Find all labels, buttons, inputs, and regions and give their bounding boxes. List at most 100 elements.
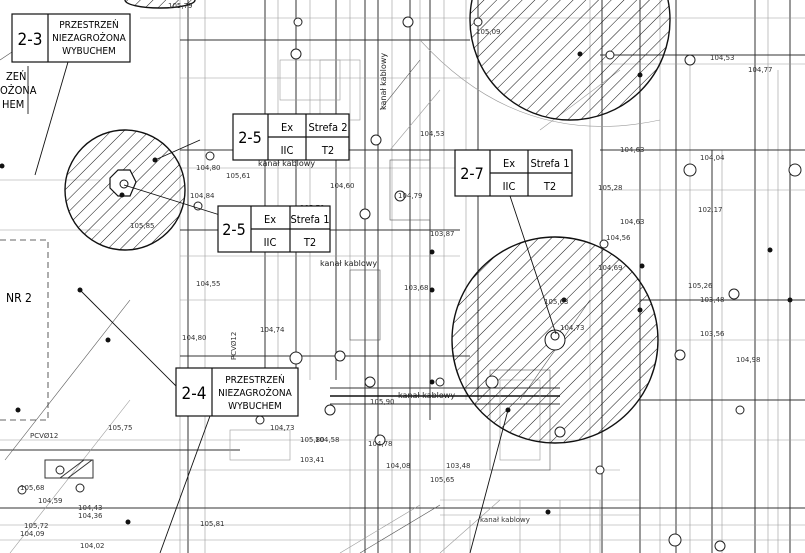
lamp-post-icon: [728, 288, 740, 300]
svg-text:104,63: 104,63: [620, 218, 645, 226]
lamp-post-icon: [324, 404, 336, 416]
svg-text:NIEZAGROŻONA: NIEZAGROŻONA: [218, 386, 292, 399]
lamp-post-icon: [435, 377, 445, 387]
lamp-post-icon: [788, 163, 802, 177]
lamp-post-icon: [599, 239, 609, 249]
svg-text:105,85: 105,85: [130, 222, 155, 230]
lamp-post-icon: [402, 16, 414, 28]
zone-hatch-icon: [124, 0, 196, 9]
svg-text:105,90: 105,90: [370, 398, 395, 406]
cable-channel-label: kanał kablowy: [379, 53, 388, 110]
svg-text:104,43: 104,43: [78, 504, 103, 512]
svg-text:T2: T2: [321, 144, 334, 157]
svg-text:PRZESTRZEŃ: PRZESTRZEŃ: [225, 373, 285, 386]
pipe-label: PCVØ12: [230, 332, 238, 360]
svg-text:104,56: 104,56: [606, 234, 631, 242]
cable-channel-labels: kanał kablowy kanał kablowy kanał kablow…: [30, 53, 530, 524]
svg-text:HEM: HEM: [2, 98, 24, 111]
svg-text:104,84: 104,84: [190, 192, 215, 200]
svg-text:NR 2: NR 2: [6, 291, 32, 305]
svg-text:105,80: 105,80: [300, 436, 325, 444]
svg-text:104,80: 104,80: [196, 164, 221, 172]
zone-hatch-icon: [469, 0, 671, 121]
svg-text:105,68: 105,68: [20, 484, 45, 492]
zone-box-2-3[interactable]: 2-3 PRZESTRZEŃ NIEZAGROŻONA WYBUCHEM: [11, 13, 131, 63]
svg-text:104,36: 104,36: [78, 512, 103, 520]
svg-text:Strefa 1: Strefa 1: [530, 157, 569, 170]
zone-box-2-7[interactable]: 2-7 Ex Strefa 1 IIC T2: [454, 149, 573, 197]
pipe-label: PCVØ12: [30, 432, 58, 440]
svg-text:105,65: 105,65: [430, 476, 455, 484]
lamp-post-icon: [255, 415, 265, 425]
svg-text:WYBUCHEM: WYBUCHEM: [228, 401, 282, 412]
svg-text:103,41: 103,41: [300, 456, 325, 464]
svg-text:WYBUCHEM: WYBUCHEM: [62, 46, 116, 57]
svg-text:104,98: 104,98: [736, 356, 761, 364]
svg-text:103,56: 103,56: [700, 330, 725, 338]
lamp-post-icon: [605, 50, 615, 60]
svg-text:104,53: 104,53: [420, 130, 445, 138]
lamp-post-icon: [674, 349, 686, 361]
svg-text:IIC: IIC: [281, 144, 294, 157]
svg-text:105,63: 105,63: [544, 298, 569, 306]
svg-text:104,80: 104,80: [182, 334, 207, 342]
svg-text:103,68: 103,68: [404, 284, 429, 292]
svg-text:104,60: 104,60: [330, 182, 355, 190]
zone-box-2-4[interactable]: 2-4 PRZESTRZEŃ NIEZAGROŻONA WYBUCHEM: [175, 367, 299, 417]
lamp-post-icon: [205, 151, 215, 161]
svg-text:104,59: 104,59: [38, 497, 63, 505]
lamp-post-icon: [293, 17, 303, 27]
svg-text:104,69: 104,69: [598, 264, 623, 272]
lamp-post-icon: [55, 465, 65, 475]
leader-lines: [34, 61, 557, 553]
lamp-post-icon: [683, 163, 697, 177]
lamp-post-icon: [394, 190, 406, 202]
svg-text:103,48: 103,48: [700, 296, 725, 304]
lamp-post-icon: [595, 465, 605, 475]
lamp-post-icon: [554, 426, 566, 438]
svg-text:105,28: 105,28: [598, 184, 623, 192]
svg-text:ZEŃ: ZEŃ: [6, 70, 26, 83]
svg-text:NIEZAGROŻONA: NIEZAGROŻONA: [52, 31, 126, 44]
lamp-post-icon: [334, 350, 346, 362]
svg-text:Ex: Ex: [503, 157, 515, 170]
lamp-post-icon: [359, 208, 371, 220]
lamp-post-icon: [17, 485, 27, 495]
zone-code: 2-4: [182, 384, 207, 404]
svg-text:IIC: IIC: [503, 180, 516, 193]
lamp-post-icon: [193, 201, 203, 211]
zone-box-2-5-strefa-2[interactable]: 2-5 Ex Strefa 2 IIC T2: [232, 113, 350, 161]
svg-text:104,08: 104,08: [386, 462, 411, 470]
svg-text:104,73: 104,73: [560, 324, 585, 332]
lamp-post-icon: [714, 540, 726, 552]
zone-code: 2-3: [18, 30, 43, 50]
cable-channel-label: kanał kablowy: [480, 516, 530, 524]
lamp-post-icon: [735, 405, 745, 415]
svg-text:104,02: 104,02: [80, 542, 105, 550]
svg-text:105,81: 105,81: [200, 520, 225, 528]
svg-text:104,63: 104,63: [620, 146, 645, 154]
markers: [0, 51, 793, 525]
zone-code: 2-5: [222, 220, 246, 239]
svg-text:104,78: 104,78: [368, 440, 393, 448]
svg-text:OŻONA: OŻONA: [0, 84, 37, 97]
svg-text:105,61: 105,61: [226, 172, 251, 180]
lamp-post-icon: [364, 376, 376, 388]
svg-text:105,26: 105,26: [688, 282, 713, 290]
svg-text:T2: T2: [303, 236, 316, 249]
lamp-post-icon: [75, 483, 85, 493]
lamp-post-icon: [290, 48, 302, 60]
cable-channel-label: kanał kablowy: [258, 159, 315, 168]
svg-text:Ex: Ex: [264, 213, 276, 226]
zone-box-2-5-strefa-1[interactable]: 2-5 Ex Strefa 1 IIC T2: [217, 205, 331, 253]
cable-channel-label: kanał kablowy: [398, 391, 455, 400]
svg-text:104,79: 104,79: [398, 192, 423, 200]
svg-text:T2: T2: [543, 180, 556, 193]
lamp-post-icon: [668, 533, 682, 547]
svg-text:Ex: Ex: [281, 121, 293, 134]
svg-text:104,58: 104,58: [315, 436, 340, 444]
left-edge-fragments: ZEŃ OŻONA HEM NR 2: [0, 66, 37, 305]
lamp-post-icon: [374, 434, 386, 446]
